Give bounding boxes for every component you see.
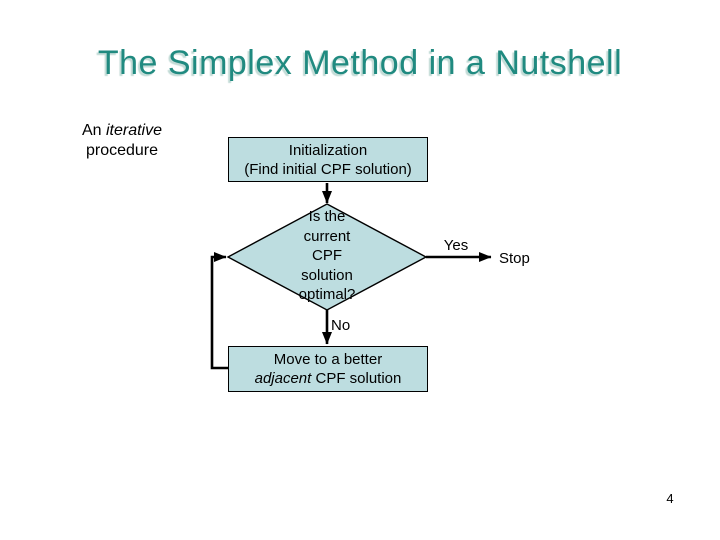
arrow-loop-move-to-decision (210, 252, 228, 370)
init-box-line2: (Find initial CPF solution) (244, 160, 412, 178)
decision-line1: Is the (308, 208, 346, 225)
init-box-line1: Initialization (288, 141, 368, 159)
no-label: No (331, 317, 351, 334)
decision-line5: optimal? (298, 286, 356, 303)
move-box-line2-rest: CPF solution (311, 370, 402, 387)
side-label-line1: An iterative (52, 121, 192, 141)
decision-text: Is the current CPF solution optimal? (247, 207, 407, 305)
decision-line3: CPF (312, 247, 342, 264)
move-box-line1: Move to a better (273, 351, 383, 368)
yes-label: Yes (443, 237, 469, 254)
move-box-line2: adjacent CPF solution (255, 369, 402, 388)
side-label-italic-text: iterative (105, 122, 163, 139)
decision-line2: current (303, 227, 351, 245)
slide-title: The Simplex Method in a Nutshell (97, 44, 623, 82)
decision-line4: solution (301, 266, 353, 284)
init-box: Initialization (Find initial CPF solutio… (228, 137, 428, 182)
side-label-text: An (81, 122, 106, 139)
page-number: 4 (666, 491, 674, 506)
move-box: Move to a better adjacent CPF solution (228, 346, 428, 392)
move-box-italic-text: adjacent (254, 370, 312, 387)
side-label: An iterative procedure (52, 121, 192, 161)
stop-label: Stop (499, 250, 530, 267)
side-label-line2: procedure (85, 142, 159, 159)
